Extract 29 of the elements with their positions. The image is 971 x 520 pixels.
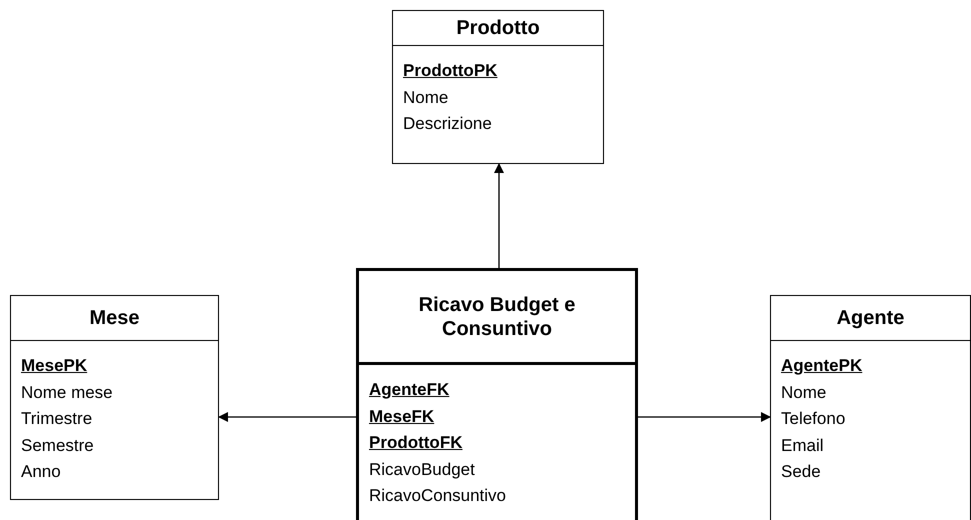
attribute-name: Trimestre (21, 408, 92, 430)
key-attribute: ProdottoPK (403, 60, 498, 82)
key-attribute: MesePK (21, 355, 88, 377)
entity-title: Mese (89, 306, 140, 330)
key-attribute: AgentePK (781, 355, 862, 377)
arrow (494, 163, 504, 268)
entity-box (392, 10, 604, 164)
entity-box (770, 295, 971, 520)
attribute-name: Nome (781, 382, 826, 404)
attribute-name: Email (781, 434, 824, 456)
key-attribute: ProdottoFK (369, 432, 462, 454)
attribute-name: Sede (781, 461, 821, 483)
attribute-name: RicavoConsuntivo (369, 485, 506, 507)
attribute-name: Descrizione (403, 113, 492, 135)
entity-box (356, 268, 638, 520)
attribute-name: Semestre (21, 434, 94, 456)
key-attribute: MeseFK (369, 406, 434, 428)
entity-title: Prodotto (456, 16, 540, 40)
entity-title: Ricavo Budget e Consuntivo (418, 292, 576, 340)
attribute-name: Telefono (781, 408, 846, 430)
key-attribute: AgenteFK (369, 379, 450, 401)
arrow (638, 412, 771, 422)
attribute-name: Nome (403, 86, 448, 108)
entity-title: Agente (836, 306, 904, 330)
arrow (218, 412, 356, 422)
attribute-name: RicavoBudget (369, 458, 475, 480)
entity-box (10, 295, 219, 500)
attribute-name: Anno (21, 461, 61, 483)
attribute-name: Nome mese (21, 382, 113, 404)
